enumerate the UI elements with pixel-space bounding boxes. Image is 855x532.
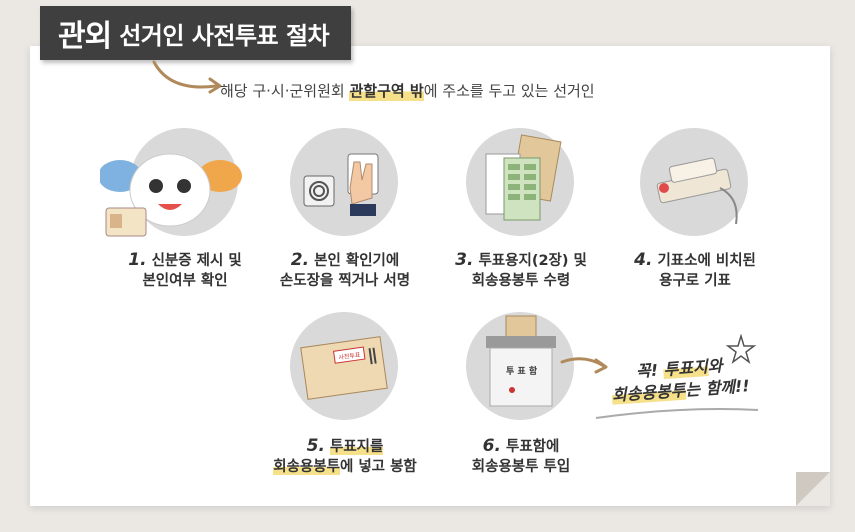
step-text: 투표용지(2장) 및: [473, 253, 587, 269]
step-4-circle: [640, 128, 748, 236]
step-3-circle: [466, 128, 574, 236]
ballot-box-label: 투 표 함: [506, 365, 538, 377]
step-4-caption: 4. 기표소에 비치된 용구로 기표: [610, 250, 780, 291]
title-text: 선거인 사전투표 절차: [119, 21, 330, 50]
step-2-caption: 2. 본인 확인기에 손도장을 찍거나 서명: [260, 250, 430, 291]
subtitle-post: 에 주소를 두고 있는 선거인: [423, 82, 595, 100]
step-text: 용구로 기표: [659, 273, 731, 289]
title-banner: 관외 선거인 사전투표 절차: [40, 6, 352, 60]
step-number: 2.: [290, 250, 310, 270]
title-emphasis: 관외: [58, 19, 112, 54]
step-number: 1.: [128, 250, 147, 270]
note-text: 와: [706, 356, 724, 377]
procedure-card: [30, 46, 830, 506]
step-5-circle: 사전투표: [290, 312, 398, 420]
step-text: 기표소에 비치된: [652, 253, 756, 269]
step-text: 신분증 제시 및: [146, 253, 242, 269]
step-text: 본인여부 확인: [142, 273, 228, 289]
step-text: 투표함에: [500, 439, 560, 455]
step-text: 본인 확인기에: [309, 253, 400, 269]
note-text: 꼭!: [635, 360, 665, 382]
step-6-circle: 투 표 함: [466, 312, 574, 420]
star-icon: [726, 334, 756, 364]
step-text: 회송용봉투 수령: [471, 273, 571, 289]
underline-swoosh-icon: [595, 408, 759, 419]
sealed-envelope-icon: 사전투표: [300, 336, 388, 400]
step-text-highlight: 회송용봉투: [273, 459, 340, 475]
step-number: 4.: [634, 250, 653, 270]
step-number: 3.: [455, 250, 474, 270]
subtitle-pre: 해당 구·시·군위원회: [220, 82, 350, 100]
fingerprint-reader-icon: [303, 153, 379, 216]
step-text-highlight: 투표지를: [329, 439, 384, 455]
ballot-box-icon: 투 표 함: [486, 315, 556, 407]
ballots-and-envelope-icon: [485, 134, 562, 221]
step-number: 5.: [306, 436, 325, 456]
curved-arrow-icon: [152, 60, 222, 94]
step-5-caption: 5. 투표지를 회송용봉투에 넣고 봉함: [260, 436, 430, 477]
step-2-circle: [290, 128, 398, 236]
step-text: 손도장을 찍거나 서명: [279, 273, 411, 289]
step-1-caption: 1. 신분증 제시 및 본인여부 확인: [100, 250, 270, 291]
stamp-tool-icon: [656, 157, 738, 225]
curved-arrow-icon: [560, 357, 608, 374]
step-1-circle: [100, 128, 242, 237]
note-text: 는 함께!!: [684, 376, 751, 400]
subtitle: 해당 구·시·군위원회 관할구역 밖 에 주소를 두고 있는 선거인: [220, 80, 595, 101]
step-number: 6.: [482, 436, 501, 456]
step-3-caption: 3. 투표용지(2장) 및 회송용봉투 수령: [436, 250, 606, 291]
subtitle-highlight: 관할구역 밖: [349, 80, 424, 101]
envelope-label: 사전투표: [338, 351, 361, 362]
step-text: 에 넣고 봉함: [339, 459, 417, 475]
step-text: 회송용봉투 투입: [471, 459, 571, 475]
mascot-with-id-icon: [100, 153, 242, 237]
note-highlight: 투표지: [662, 357, 709, 380]
step-6-caption: 6. 투표함에 회송용봉투 투입: [436, 436, 606, 477]
page-fold: [796, 472, 830, 506]
